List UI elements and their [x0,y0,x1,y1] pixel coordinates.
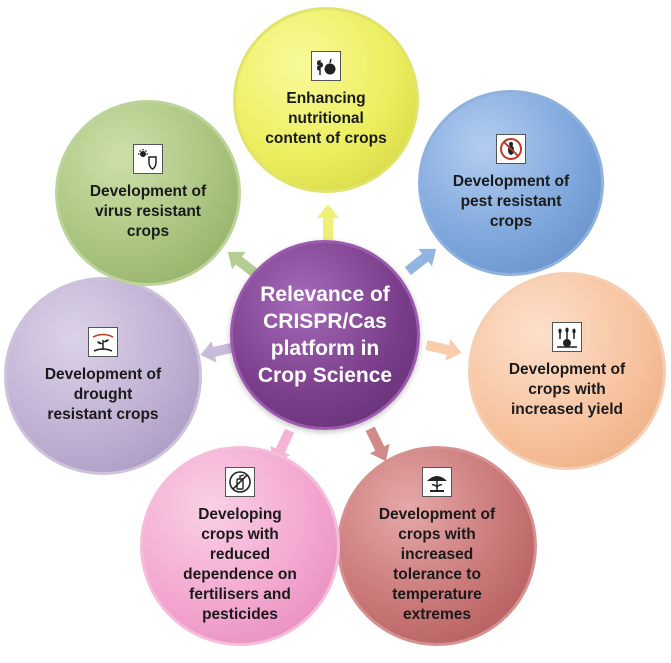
arrow-to-virus [218,240,266,285]
arrow-to-temperature [358,421,399,468]
node-fertiliser: Developing crops with reduced dependence… [140,446,340,646]
drought-plant-icon [88,327,118,357]
node-label: Developing crops with reduced dependence… [183,506,297,623]
arrow-to-nutrition [315,202,341,242]
virus-shield-icon [133,144,163,174]
node-virus: Development of virus resistant crops [55,100,241,286]
node-nutrition: Enhancing nutritional content of crops [233,7,419,193]
yield-money-icon [552,322,582,352]
arrow-to-pest [398,237,446,282]
arrow-to-yield [422,332,467,366]
node-temperature: Development of crops with increased tole… [337,446,537,646]
center-node: Relevance of CRISPR/Cas platform in Crop… [230,240,420,430]
node-label: Enhancing nutritional content of crops [265,90,387,147]
wheat-apple-icon [311,51,341,81]
node-label: Development of drought resistant crops [44,366,162,423]
node-label: Development of crops with increased yiel… [508,361,626,418]
center-label: Relevance of CRISPR/Cas platform in Crop… [257,283,393,387]
node-label: Development of crops with increased tole… [378,506,496,623]
umbrella-plant-icon [422,467,452,497]
no-spray-icon [225,467,255,497]
no-pest-icon [496,134,526,164]
node-drought: Development of drought resistant crops [4,277,202,475]
node-pest: Development of pest resistant crops [418,90,604,276]
node-label: Development of virus resistant crops [89,183,207,240]
node-label: Development of pest resistant crops [452,173,570,230]
node-yield: Development of crops with increased yiel… [468,272,666,470]
arrow-to-drought [196,334,241,368]
